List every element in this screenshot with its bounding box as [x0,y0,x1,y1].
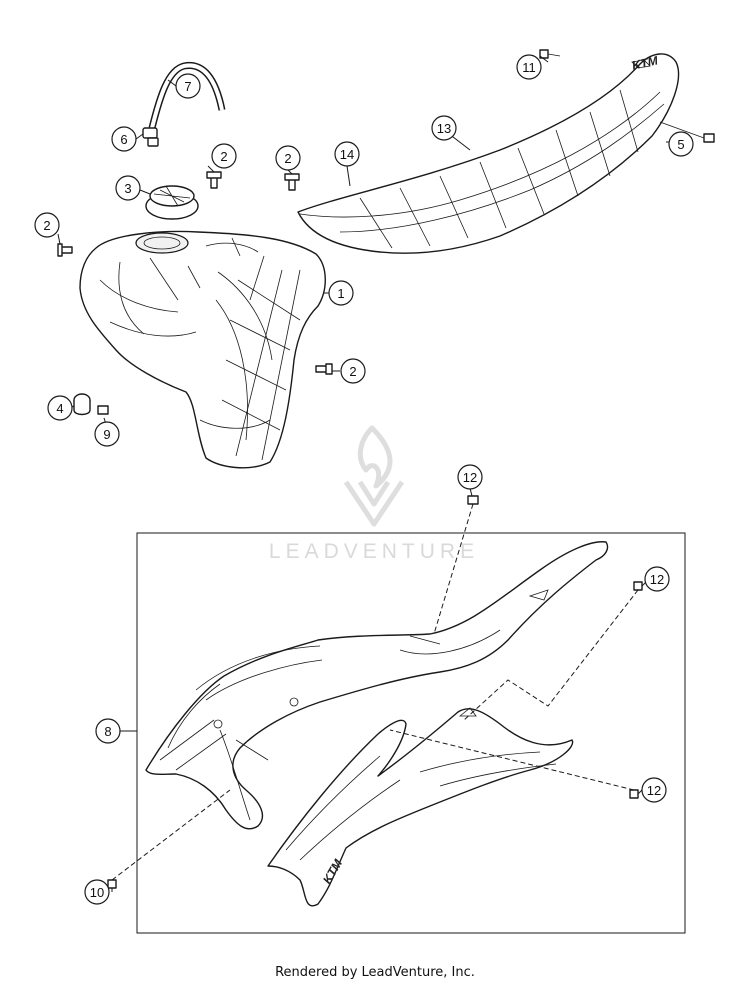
callout-10: 10 [84,879,110,905]
callout-13: 13 [431,115,457,141]
callout-12-label: 12 [647,783,661,798]
callout-12-right: 12 [644,566,670,592]
callout-14: 14 [334,141,360,167]
callout-2-label: 2 [220,149,227,164]
callout-9-label: 9 [103,427,110,442]
callout-12-label: 12 [650,572,664,587]
footer-credit: Rendered by LeadVenture, Inc. [275,965,475,980]
screws [57,171,333,375]
callout-11-label: 11 [522,60,536,75]
dashed-leaders [111,503,639,881]
leader-lines [57,55,670,892]
callout-12-bottom: 12 [641,777,667,803]
callout-12-label: 12 [463,470,477,485]
seat-logo: KTM [631,53,660,72]
callout-2-label: 2 [43,218,50,233]
callout-1: 1 [328,280,354,306]
callout-8-label: 8 [104,724,111,739]
callout-3: 3 [115,175,141,201]
callout-2-screw-b: 2 [275,145,301,171]
spoiler-set-frame [136,532,686,934]
callout-14-label: 14 [340,147,354,162]
callout-2-screw-d: 2 [340,358,366,384]
callout-2-screw-c: 2 [34,212,60,238]
valve [142,127,159,147]
callout-7: 7 [175,73,201,99]
callout-7-label: 7 [184,79,191,94]
fuel-tank [79,230,326,469]
seat: KTM [297,49,715,254]
callout-5-label: 5 [677,137,684,152]
callout-6: 6 [111,126,137,152]
breather-hose [148,61,226,129]
callout-2-screw-a: 2 [211,143,237,169]
callout-8: 8 [95,718,121,744]
callout-4: 4 [47,395,73,421]
callout-6-label: 6 [120,132,127,147]
watermark: LEADVENTURE [269,425,479,563]
watermark-flame-icon [357,425,393,489]
watermark-v-icon [343,480,405,527]
callout-13-label: 13 [437,121,451,136]
callout-1-label: 1 [337,286,344,301]
fuel-cap [145,185,199,220]
spoiler-screws [107,495,643,889]
callout-12-top: 12 [457,464,483,490]
callout-2-label: 2 [284,151,291,166]
callout-4-label: 4 [56,401,63,416]
callout-10-label: 10 [90,885,104,900]
callout-11: 11 [516,54,542,80]
callout-9: 9 [94,421,120,447]
spoiler-left [145,541,609,830]
callout-5: 5 [668,131,694,157]
rubber-bush [73,393,109,416]
callout-2-label: 2 [349,364,356,379]
watermark-text: LEADVENTURE [269,540,479,563]
callout-3-label: 3 [124,181,131,196]
